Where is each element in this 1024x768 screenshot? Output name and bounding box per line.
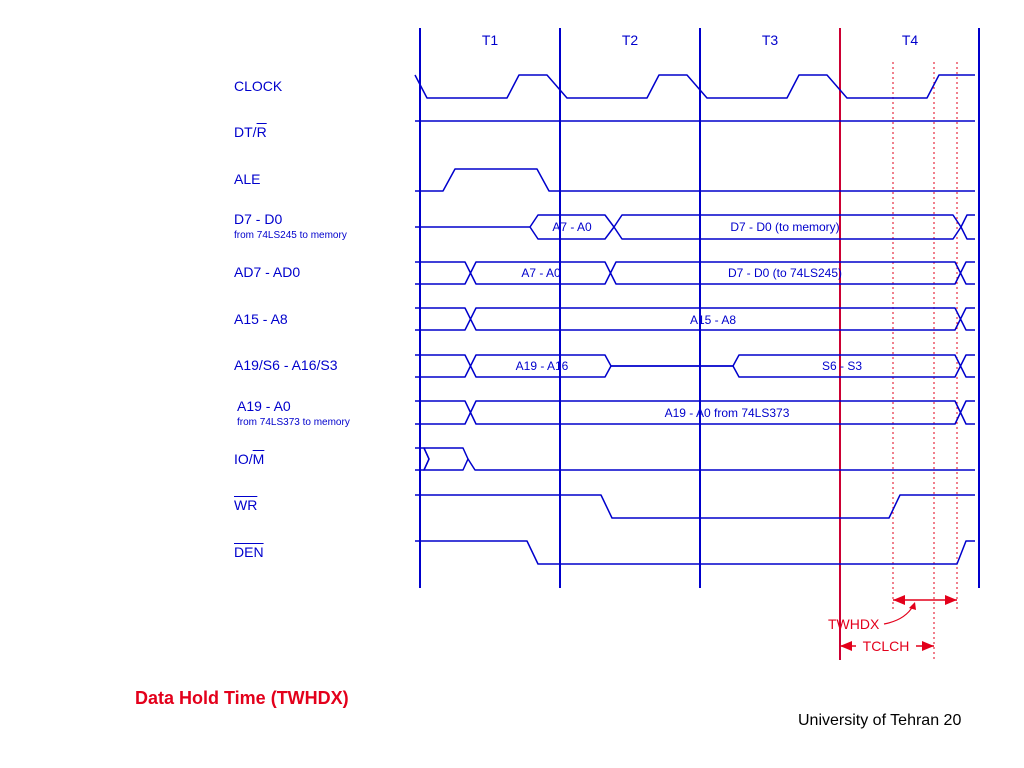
signal-label-clock-text: CLOCK <box>234 78 283 94</box>
bus-label-a15a8: A15 - A8 <box>690 313 736 327</box>
bus-label-a19a16: A19 - A16 <box>516 359 569 373</box>
signal-label-wr-text: WR <box>234 497 258 513</box>
signal-label-ad7ad0: AD7 - AD0 <box>234 264 300 282</box>
bus-label-d7d0-data: D7 - D0 (to memory) <box>730 220 839 234</box>
ale-waveform <box>415 168 975 192</box>
signal-label-iom-bar-text: M <box>252 451 265 467</box>
period-label-t1: T1 <box>482 32 499 48</box>
signal-label-wr: WR <box>234 497 257 515</box>
slide-title: Data Hold Time (TWHDX) <box>135 688 349 708</box>
bus-label-ad-addr: A7 - A0 <box>521 266 561 280</box>
clock-waveform <box>414 74 975 99</box>
twhdx-annotation: TWHDX <box>828 595 957 632</box>
signal-label-a15a8: A15 - A8 <box>234 311 288 329</box>
signal-label-ale: ALE <box>234 171 260 189</box>
signal-label-iom-text: IO/ <box>234 451 253 467</box>
wr-waveform <box>415 494 975 519</box>
signal-label-a19s6-text: A19/S6 - A16/S3 <box>234 357 338 373</box>
signal-label-dtr-text: DT/ <box>234 124 257 140</box>
signal-label-den-text: DEN <box>234 544 264 560</box>
den-waveform <box>415 540 975 565</box>
signal-label-a19s6: A19/S6 - A16/S3 <box>234 357 338 375</box>
bus-label-s6s3: S6 - S3 <box>822 359 862 373</box>
period-label-t3: T3 <box>762 32 779 48</box>
signal-label-den: DEN <box>234 544 264 562</box>
period-label-t2: T2 <box>622 32 639 48</box>
signal-label-d7d0: D7 - D0 from 74LS245 to memory <box>234 211 347 241</box>
bus-label-d7d0-addr: A7 - A0 <box>552 220 592 234</box>
signal-label-dtr: DT/R <box>234 124 267 142</box>
signal-label-iom: IO/M <box>234 451 264 469</box>
signal-label-a19a0-note: from 74LS373 to memory <box>237 417 350 428</box>
tclch-label: TCLCH <box>863 638 910 654</box>
signal-label-d7d0-note: from 74LS245 to memory <box>234 230 347 241</box>
signal-label-ad7ad0-text: AD7 - AD0 <box>234 264 301 280</box>
ad7ad0-bus-waveform <box>415 261 975 285</box>
signal-label-ale-text: ALE <box>234 171 261 187</box>
bus-label-a19a0: A19 - A0 from 74LS373 <box>665 406 790 420</box>
slide-credit: University of Tehran 20 <box>798 712 962 729</box>
signal-label-a19a0: A19 - A0 from 74LS373 to memory <box>237 398 350 428</box>
signal-label-dtr-bar-text: R <box>256 124 267 140</box>
d7d0-bus-waveform <box>415 214 975 240</box>
signal-label-a19a0-text: A19 - A0 <box>237 398 291 414</box>
a15a8-bus-waveform <box>415 307 975 331</box>
timing-marker-lines <box>892 62 958 660</box>
signal-label-clock: CLOCK <box>234 78 282 96</box>
tclch-annotation: TCLCH <box>840 638 934 654</box>
iom-waveform <box>415 447 975 471</box>
signal-label-a15a8-text: A15 - A8 <box>234 311 288 327</box>
signal-label-d7d0-text: D7 - D0 <box>234 211 283 227</box>
period-label-t4: T4 <box>902 32 919 48</box>
a19s6-bus-waveform <box>415 354 975 378</box>
twhdx-label: TWHDX <box>828 616 880 632</box>
a19a0-bus-waveform <box>415 400 975 425</box>
bus-label-ad-data: D7 - D0 (to 74LS245) <box>728 266 842 280</box>
